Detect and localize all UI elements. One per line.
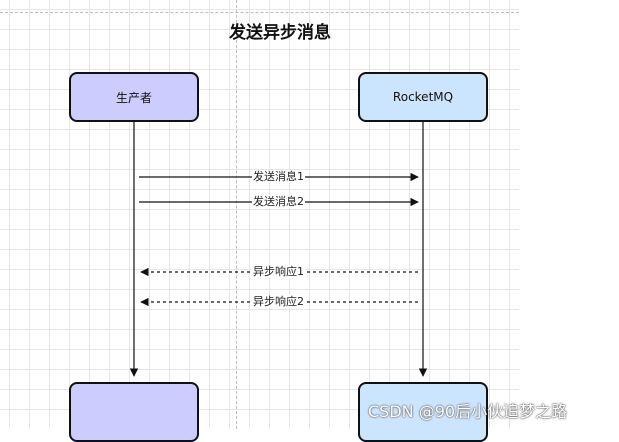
message-label-4: 异步响应2	[252, 295, 305, 308]
sequence-lines	[129, 122, 428, 377]
message-label-3: 异步响应1	[252, 265, 305, 278]
vertical-guide-line	[236, 0, 237, 429]
producer-participant-box[interactable]: 生产者	[69, 72, 199, 122]
message-label-1: 发送消息1	[252, 170, 305, 183]
rocketmq-label: RocketMQ	[392, 90, 454, 104]
grid-background	[0, 0, 519, 429]
producer-label: 生产者	[115, 90, 152, 105]
producer-participant-box-bottom[interactable]	[69, 382, 199, 442]
rocketmq-participant-box[interactable]: RocketMQ	[358, 72, 488, 122]
diagram-canvas: 发送异步消息 发送消息1 发送消息2 异步响应1 异步响应2 生产者 Rocke…	[0, 0, 568, 442]
message-label-2: 发送消息2	[252, 195, 305, 208]
csdn-watermark: CSDN @90后小伙追梦之路	[368, 402, 568, 421]
horizontal-guide-line	[0, 12, 519, 13]
diagram-title: 发送异步消息	[229, 23, 331, 43]
